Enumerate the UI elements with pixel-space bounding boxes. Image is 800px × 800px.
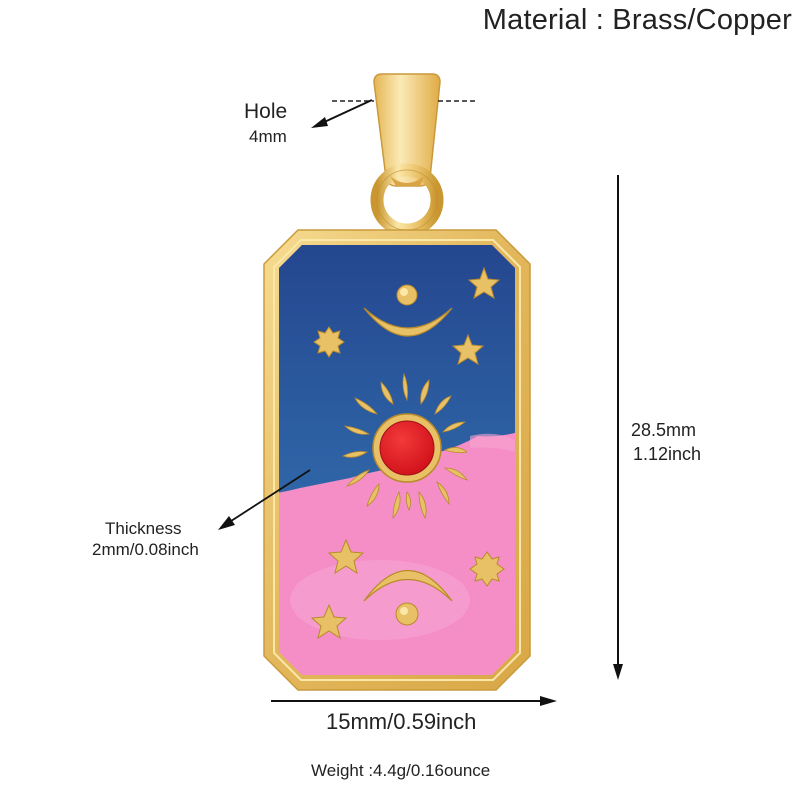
width-arrow — [271, 696, 557, 706]
hole-dimension-line — [311, 99, 478, 128]
height-mm-label: 28.5mm — [631, 420, 697, 440]
thickness-label: Thickness — [105, 519, 182, 538]
sun-motif — [341, 372, 468, 520]
width-label: 15mm/0.59inch — [326, 709, 477, 734]
motifs-top — [313, 266, 501, 366]
height-inch-label: 1.12inch — [633, 444, 702, 464]
bail — [370, 73, 444, 237]
height-arrow — [613, 175, 623, 680]
weight-label: Weight :4.4g/0.16ounce — [311, 761, 491, 780]
thickness-arrow — [218, 469, 311, 530]
thickness-size: 2mm/0.08inch — [92, 540, 199, 559]
motifs-bottom — [310, 538, 505, 640]
material-label: Material : Brass/Copper — [482, 4, 792, 36]
hole-size: 4mm — [249, 127, 287, 146]
hole-label: Hole — [244, 100, 288, 123]
